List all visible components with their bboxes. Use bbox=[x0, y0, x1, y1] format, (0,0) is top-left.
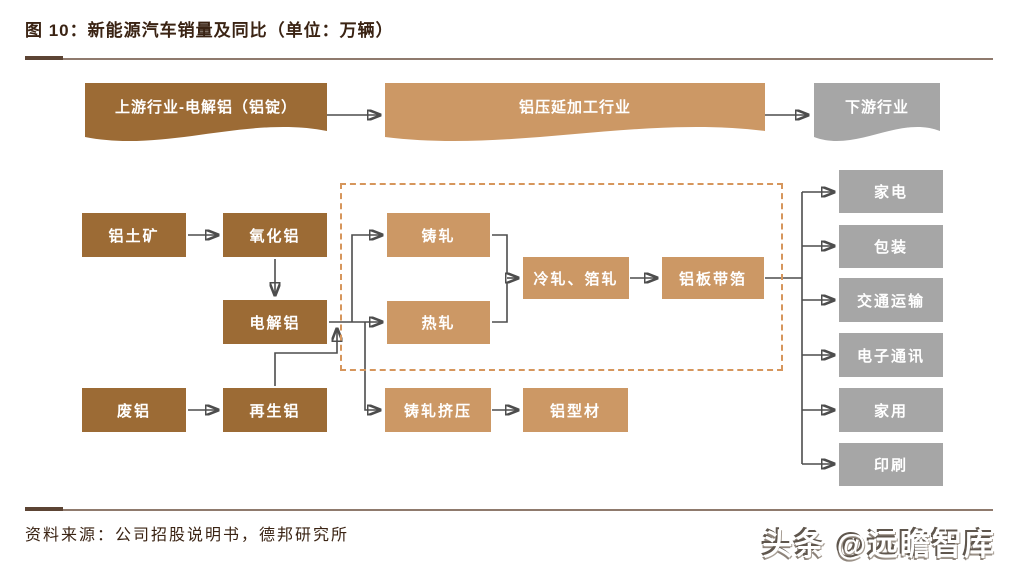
node-household: 家用 bbox=[839, 388, 943, 432]
node-transportation: 交通运输 bbox=[839, 278, 943, 322]
node-hot-rolling: 热轧 bbox=[387, 301, 490, 344]
divider-accent bbox=[25, 56, 63, 60]
node-bauxite: 铝土矿 bbox=[82, 213, 186, 257]
watermark: 头条 @远瞻智库 bbox=[762, 529, 996, 562]
node-home-appliance: 家电 bbox=[839, 170, 943, 213]
node-label: 上游行业-电解铝（铝锭） bbox=[115, 99, 297, 116]
document-shape bbox=[85, 83, 327, 142]
node-printing: 印刷 bbox=[839, 443, 943, 486]
node-aluminum-sheet-strip-foil: 铝板带箔 bbox=[662, 257, 764, 299]
node-electronics-comm: 电子通讯 bbox=[839, 333, 943, 377]
node-alumina: 氧化铝 bbox=[223, 213, 327, 257]
node-scrap-aluminum: 废铝 bbox=[82, 388, 186, 432]
node-label: 铝压延加工行业 bbox=[518, 99, 631, 116]
figure-title: 图 10：新能源汽车销量及同比（单位：万辆） bbox=[25, 21, 394, 40]
node-packaging: 包装 bbox=[839, 225, 943, 268]
node-label: 下游行业 bbox=[844, 99, 909, 116]
title-divider bbox=[25, 56, 993, 60]
node-cold-foil-rolling: 冷轧、箔轧 bbox=[523, 257, 629, 299]
divider-accent bbox=[25, 507, 63, 511]
node-electrolytic-aluminum: 电解铝 bbox=[223, 300, 327, 344]
node-downstream-industry: 下游行业 bbox=[814, 83, 940, 145]
document-shape bbox=[385, 83, 765, 142]
node-upstream-industry: 上游行业-电解铝（铝锭） bbox=[85, 83, 327, 145]
node-aluminum-profile: 铝型材 bbox=[523, 388, 628, 432]
footer-divider bbox=[25, 507, 993, 511]
rolling-process-dashed-group bbox=[340, 183, 783, 371]
node-cast-rolling: 铸轧 bbox=[387, 213, 490, 257]
node-recycled-aluminum: 再生铝 bbox=[223, 388, 327, 432]
node-rolling-industry: 铝压延加工行业 bbox=[385, 83, 765, 145]
node-cast-roll-extrusion: 铸轧挤压 bbox=[385, 388, 491, 432]
source-note: 资料来源：公司招股说明书，德邦研究所 bbox=[25, 527, 350, 544]
document-shape bbox=[814, 83, 940, 142]
